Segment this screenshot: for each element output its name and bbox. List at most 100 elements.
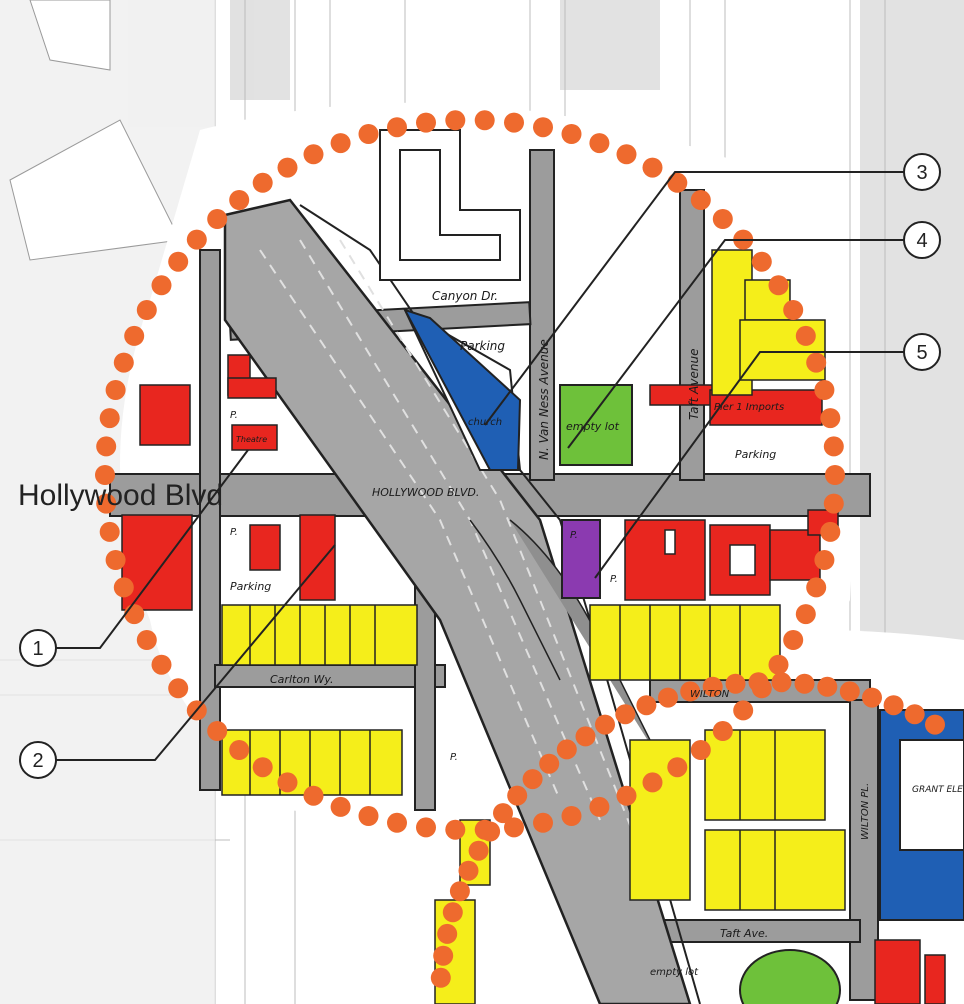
orange-dot <box>437 923 458 944</box>
orange-dot <box>507 785 528 806</box>
van-ness-label: N. Van Ness Avenue <box>537 339 551 460</box>
orange-dot <box>105 550 126 570</box>
van-ness-road <box>529 149 555 481</box>
orange-dot <box>817 676 838 697</box>
orange-dot <box>186 229 207 250</box>
orange-dot <box>690 740 711 760</box>
orange-dot <box>493 803 513 824</box>
orange-dot <box>823 493 844 514</box>
green-circle <box>739 949 841 1004</box>
orange-dot <box>207 209 228 229</box>
orange-dot <box>820 521 841 542</box>
orange-dot <box>616 144 637 165</box>
orange-dot <box>124 325 145 346</box>
orange-dot <box>806 577 827 598</box>
orange-dot <box>783 630 804 650</box>
orange-dot <box>95 465 115 485</box>
parking-label: Parking <box>460 339 505 353</box>
orange-dot <box>99 521 120 542</box>
orange-dot <box>615 704 636 725</box>
orange-dot <box>99 408 120 429</box>
orange-dot <box>862 687 882 708</box>
canyon-dr-label: Canyon Dr. <box>432 289 498 303</box>
orange-dot <box>702 676 723 697</box>
callout-5-number: 5 <box>916 342 927 364</box>
callout-2[interactable]: 2 <box>19 741 57 779</box>
pier1-label: Pier 1 Imports <box>714 402 784 413</box>
orange-dot <box>533 117 553 138</box>
orange-dot <box>430 967 451 988</box>
orange-dot <box>771 672 792 693</box>
orange-dot <box>277 157 298 178</box>
orange-dot <box>168 678 189 699</box>
wilton-pl-label: WILTON PL. <box>860 783 871 840</box>
orange-dot <box>504 817 524 838</box>
orange-dot <box>814 550 835 570</box>
wilton-pl-road <box>849 699 879 1001</box>
orange-dot <box>539 753 560 774</box>
orange-dot <box>151 654 172 675</box>
p-label: P. <box>570 530 578 541</box>
orange-dot <box>636 695 657 716</box>
orange-dot <box>806 352 827 373</box>
carlton-wy-label: Carlton Wy. <box>270 673 334 686</box>
orange-dot <box>589 133 610 154</box>
wilton-label: WILTON <box>690 689 730 700</box>
callout-1-number: 1 <box>32 638 43 660</box>
orange-dot <box>795 325 816 346</box>
callout-5[interactable]: 5 <box>903 333 941 371</box>
orange-dot <box>416 817 436 838</box>
orange-dot <box>449 881 470 902</box>
secondary-dotted-circle <box>430 672 945 988</box>
taft-road <box>679 189 705 481</box>
orange-dot <box>480 821 501 842</box>
orange-dot <box>96 493 117 514</box>
orange-dot <box>277 772 298 793</box>
orange-dot <box>252 172 273 193</box>
orange-dot <box>616 785 637 806</box>
l-building-inner <box>399 149 501 261</box>
orange-dot <box>458 860 479 881</box>
orange-dot <box>561 124 582 144</box>
orange-dot <box>474 110 495 131</box>
orange-dot <box>642 772 663 793</box>
orange-dot <box>561 806 582 826</box>
empty-lot-parcel <box>559 384 633 466</box>
orange-dot <box>442 902 463 923</box>
orange-dot <box>468 840 489 861</box>
orange-dot <box>105 380 126 400</box>
context-parcel <box>29 0 111 71</box>
orange-dot <box>252 757 273 778</box>
parking-right-label: Parking <box>735 448 776 461</box>
orange-dot <box>136 300 157 320</box>
orange-dot <box>733 700 754 721</box>
callout-4[interactable]: 4 <box>903 221 941 259</box>
orange-dot <box>433 945 454 966</box>
callout-3-number: 3 <box>916 162 927 184</box>
orange-dot <box>533 812 553 833</box>
orange-dot <box>136 630 157 650</box>
callout-1[interactable]: 1 <box>19 629 57 667</box>
orange-dot <box>113 577 134 598</box>
orange-dot <box>712 209 733 229</box>
orange-dot <box>556 739 577 760</box>
taft-ave-label: Taft Ave. <box>720 927 768 940</box>
orange-dot <box>680 681 701 702</box>
church-parcel <box>402 308 522 471</box>
orange-dot <box>229 190 250 210</box>
orange-dot <box>229 740 250 760</box>
orange-dot <box>124 604 145 625</box>
orange-dot <box>825 465 845 485</box>
parking-left-label: Parking <box>230 580 271 593</box>
orange-dot <box>358 806 379 826</box>
blue-sites <box>402 307 964 921</box>
callout-leaders <box>56 171 904 761</box>
road-west <box>199 249 221 791</box>
orange-dot <box>748 672 769 693</box>
orange-dot <box>768 275 789 296</box>
callout-3[interactable]: 3 <box>903 153 941 191</box>
orange-dot <box>589 796 610 817</box>
orange-dot <box>303 785 324 806</box>
p-label: P. <box>230 410 238 421</box>
p-label: P. <box>610 574 618 585</box>
